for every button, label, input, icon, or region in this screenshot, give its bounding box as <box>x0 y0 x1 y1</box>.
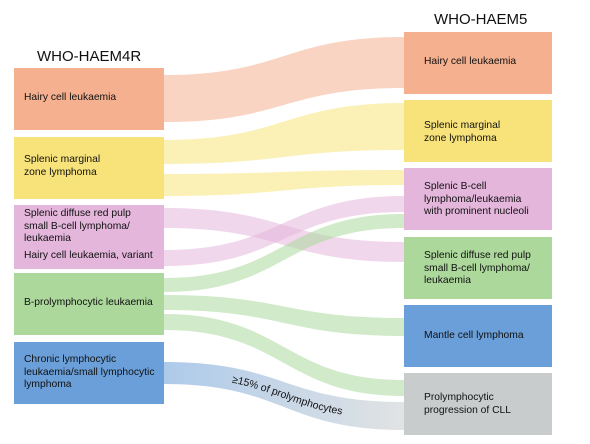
left-node-label-smzl: Splenic marginal zone lymphoma <box>24 154 101 178</box>
flow-cll-to-pplcll <box>164 362 404 430</box>
flow-bpll-to-sblpn <box>164 214 404 292</box>
left-node-hcl <box>14 68 164 130</box>
right-node-label-smzl: Splenic marginal zone lymphoma <box>424 120 501 144</box>
left-node-label-cll: Chronic lymphocytic leukaemia/small lymp… <box>24 354 155 390</box>
left-node-label-hclv: Hairy cell leukaemia, variant <box>24 250 153 261</box>
flow-bpll-to-mcl <box>164 295 404 336</box>
left-node-label-sdrpl: Splenic diffuse red pulp small B-cell ly… <box>24 208 131 244</box>
right-node-smzl5 <box>404 100 552 162</box>
right-node-label-sdrpl: Splenic diffuse red pulp small B-cell ly… <box>424 250 531 286</box>
left-node-bpll <box>14 273 164 335</box>
right-column-title: WHO-HAEM5 <box>434 11 528 28</box>
flow-smzl-to-sblpn <box>164 170 404 196</box>
right-node-label-sblpn: Splenic B-cell lymphoma/leukaemia with p… <box>424 181 529 217</box>
right-node-sdrpl5 <box>404 237 552 299</box>
left-node-sdrpl <box>14 205 164 247</box>
flow-bpll-to-pplcll <box>164 314 404 396</box>
right-node-mcl <box>404 305 552 367</box>
right-node-label-mcl: Mantle cell lymphoma <box>424 330 524 341</box>
flow-smzl-to-smzl5 <box>164 103 404 164</box>
left-node-label-bpll: B-prolymphocytic leukaemia <box>24 297 153 308</box>
flow-hcl-to-hcl5 <box>164 37 404 122</box>
left-node-cll <box>14 342 164 404</box>
left-node-hclv <box>14 247 164 269</box>
left-column-title: WHO-HAEM4R <box>37 48 142 65</box>
right-node-label-hcl: Hairy cell leukaemia <box>424 56 517 67</box>
flow-hclv-to-sblpn <box>164 196 404 266</box>
right-node-sblpn <box>404 168 552 230</box>
right-node-label-pplcll: Prolymphocytic progression of CLL <box>424 392 512 416</box>
right-node-pplcll <box>404 373 552 435</box>
right-node-hcl5 <box>404 32 552 94</box>
left-node-smzl <box>14 137 164 199</box>
left-node-label-hcl: Hairy cell leukaemia <box>24 92 117 103</box>
